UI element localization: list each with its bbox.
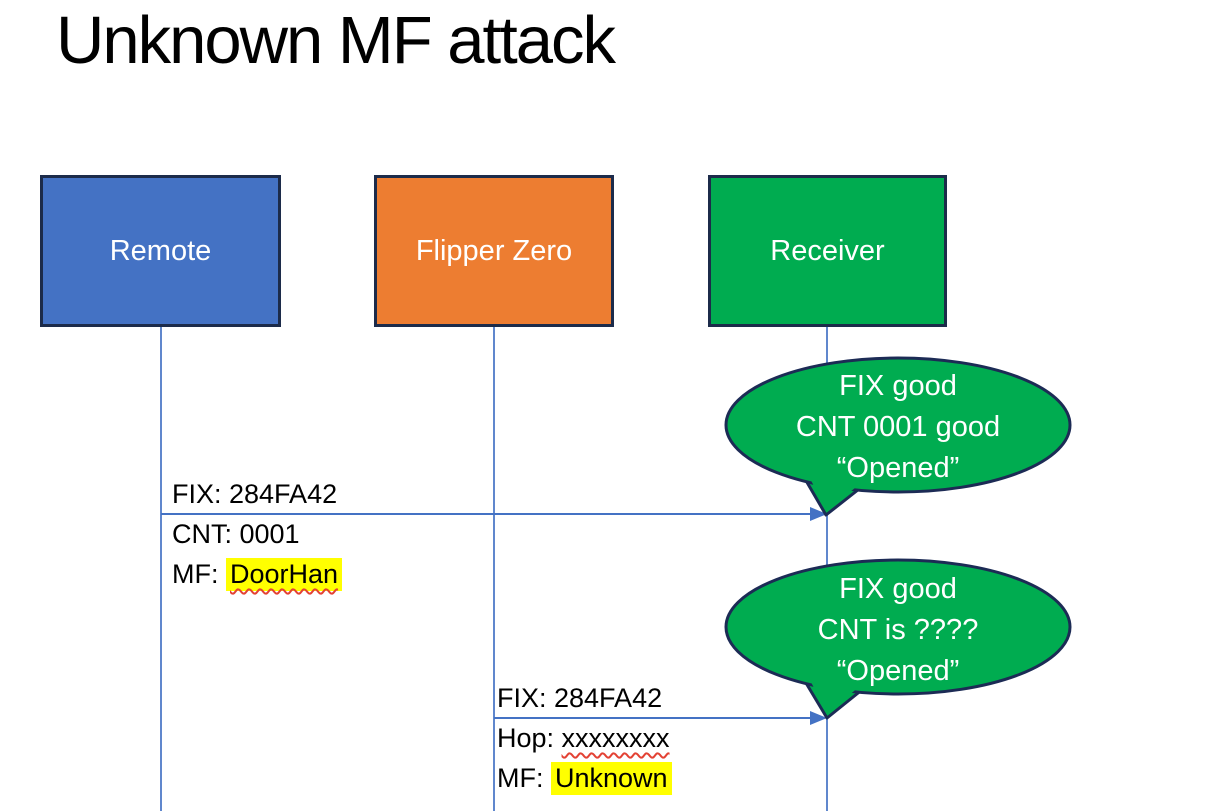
highlighted-value: Unknown xyxy=(551,762,672,795)
actor-label-receiver: Receiver xyxy=(770,234,885,267)
message-line: FIX: 284FA42 xyxy=(497,683,663,713)
message-line-prefix: MF: xyxy=(172,559,226,589)
callout-bubble-1-shape xyxy=(724,356,1072,517)
message-line: MF: DoorHan xyxy=(172,554,343,594)
slide-title: Unknown MF attack xyxy=(56,3,616,78)
message-line: MF: Unknown xyxy=(497,758,672,798)
callout-bubble-2-shape xyxy=(724,558,1072,720)
message-line-prefix: MF: xyxy=(497,763,551,793)
message-line: Hop: xxxxxxxx xyxy=(497,718,672,758)
actor-label-flipper-zero: Flipper Zero xyxy=(415,234,573,267)
callout-line: CNT 0001 good xyxy=(795,411,1001,443)
callout-line: FIX good xyxy=(839,573,957,605)
message-line: FIX: 284FA42 xyxy=(172,479,338,509)
message-line: CNT: 0001 xyxy=(172,519,300,549)
message-arrow-flipper-to-receiver xyxy=(494,717,816,719)
actor-box-receiver: Receiver xyxy=(708,175,947,327)
actor-label-remote: Remote xyxy=(109,234,212,267)
callout-line: “Opened” xyxy=(836,655,960,687)
squiggle-value: xxxxxxxx xyxy=(561,723,670,753)
callout-line: CNT is ???? xyxy=(817,614,979,646)
message-label-flipper: FIX: 284FA42 Hop: xxxxxxxx MF: Unknown xyxy=(497,678,672,798)
arrowhead-icon xyxy=(810,711,827,725)
callout-bubble-1: FIX good CNT 0001 good “Opened” xyxy=(728,366,1068,489)
actor-box-remote: Remote xyxy=(40,175,281,327)
message-arrow-remote-to-receiver xyxy=(161,513,816,515)
message-line-prefix: Hop: xyxy=(497,723,562,753)
lifeline-remote xyxy=(160,327,162,811)
callout-bubble-2: FIX good CNT is ???? “Opened” xyxy=(728,569,1068,692)
actor-box-flipper-zero: Flipper Zero xyxy=(374,175,614,327)
callout-line: FIX good xyxy=(839,370,957,402)
message-label-remote: FIX: 284FA42 CNT: 0001 MF: DoorHan xyxy=(172,474,343,594)
lifeline-flipper-zero xyxy=(493,327,495,811)
callout-line: “Opened” xyxy=(836,452,960,484)
highlighted-value: DoorHan xyxy=(226,558,343,591)
